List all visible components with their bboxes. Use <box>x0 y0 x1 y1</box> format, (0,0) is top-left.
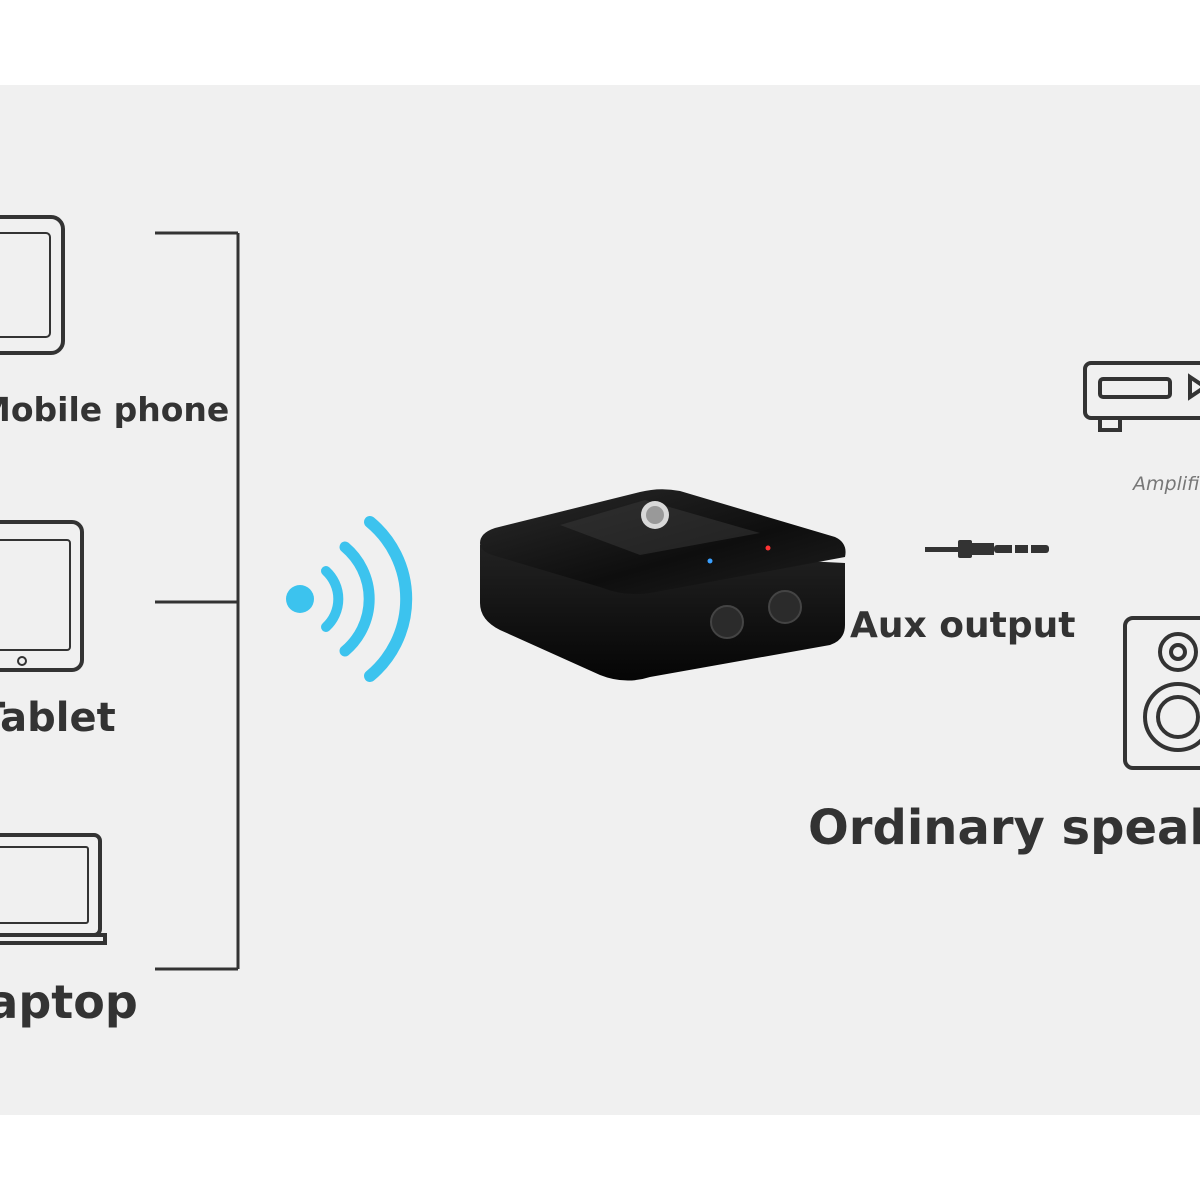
mobile-phone-icon <box>0 215 65 355</box>
label-ordinary-speaker: Ordinary speaker <box>808 800 1200 856</box>
label-laptop: Laptop <box>0 975 138 1029</box>
label-mobile-phone: Mobile phone <box>0 390 230 429</box>
aux-jack-icon <box>925 540 1049 558</box>
bluetooth-receiver-device <box>480 489 846 681</box>
amplifier-icon <box>1083 361 1200 432</box>
speaker-icon <box>1123 616 1200 770</box>
label-tablet: Tablet <box>0 695 116 741</box>
diagram-graphics <box>0 215 1200 971</box>
laptop-icon <box>0 833 107 945</box>
label-amplifier: Amplifier <box>1133 473 1200 495</box>
connector-bracket <box>155 231 240 971</box>
label-aux-output: Aux output <box>850 605 1076 646</box>
tablet-icon <box>0 520 84 672</box>
bluetooth-signal-icon <box>286 516 413 682</box>
diagram-panel: Mobile phone Tablet Laptop Aux output Am… <box>0 85 1200 1115</box>
